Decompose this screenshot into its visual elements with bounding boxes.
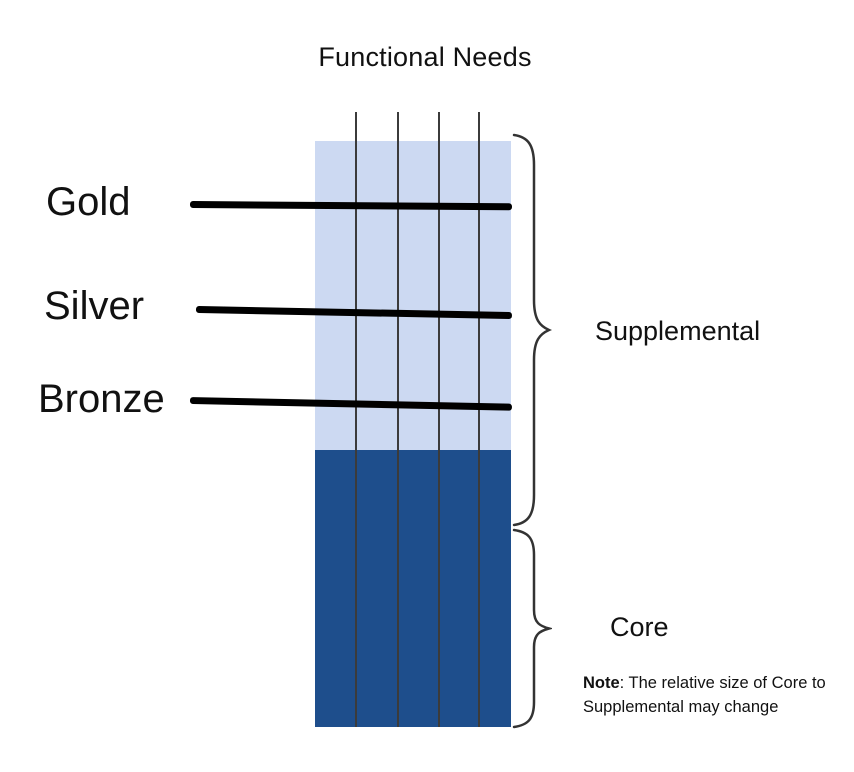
grid-line bbox=[478, 112, 480, 727]
grid-line bbox=[355, 112, 357, 727]
core-brace bbox=[512, 528, 552, 729]
tier-label-gold: Gold bbox=[46, 180, 131, 224]
supplemental-label: Supplemental bbox=[595, 316, 761, 346]
diagram-title: Functional Needs bbox=[318, 42, 532, 72]
core-label: Core bbox=[610, 612, 669, 642]
note-text: Note: The relative size of Core to Suppl… bbox=[583, 672, 835, 720]
tier-label-silver: Silver bbox=[44, 284, 145, 328]
needs-bar bbox=[315, 141, 511, 727]
tier-label-bronze: Bronze bbox=[38, 377, 165, 421]
note-label: Note bbox=[583, 674, 620, 692]
supplemental-brace bbox=[512, 133, 552, 527]
tier-line-gold bbox=[189, 201, 513, 211]
core-region bbox=[315, 450, 511, 727]
note-body: : The relative size of Core to Supplemen… bbox=[583, 674, 826, 716]
grid-line bbox=[397, 112, 399, 727]
grid-line bbox=[438, 112, 440, 727]
